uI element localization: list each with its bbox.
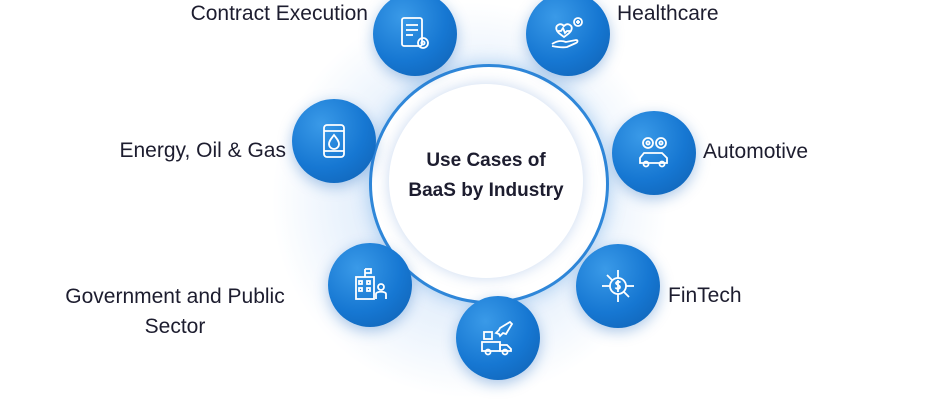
- center-title-line-2: BaaS by Industry: [408, 180, 564, 201]
- center-hub: [389, 84, 583, 278]
- node-contract-execution: [373, 0, 457, 76]
- center-title: Use Cases of BaaS by Industry: [389, 146, 583, 206]
- node-logistics: [456, 296, 540, 380]
- label-contract-execution: Contract Execution: [190, 2, 368, 25]
- contract-gear-icon: [401, 17, 429, 49]
- car-gear-icon: [639, 137, 668, 168]
- label-healthcare: Healthcare: [617, 2, 719, 25]
- node-healthcare: [526, 0, 610, 76]
- node-government-public-sector: [328, 243, 412, 327]
- logistics-plane-truck-icon: [481, 320, 514, 356]
- dollar-circuit-icon: [602, 270, 634, 302]
- label-automotive: Automotive: [703, 140, 809, 163]
- node-automotive: [612, 111, 696, 195]
- oil-barrel-icon: [323, 124, 345, 158]
- label-government-public-sector: Government and Public Sector: [65, 285, 285, 338]
- heart-hand-icon: [551, 17, 583, 49]
- center-title-line-1: Use Cases of: [426, 150, 546, 171]
- label-energy-oil-gas: Energy, Oil & Gas: [119, 139, 286, 162]
- node-fintech: [576, 244, 660, 328]
- node-energy-oil-gas: [292, 99, 376, 183]
- label-fintech: FinTech: [668, 284, 742, 307]
- government-building-icon: [355, 268, 387, 300]
